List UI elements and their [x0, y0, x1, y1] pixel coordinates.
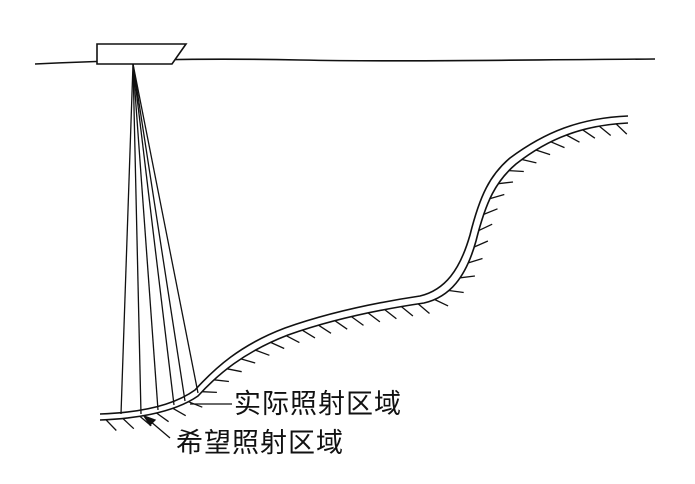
seabed-hatch-tick [285, 335, 300, 344]
seabed-hatch-tick [255, 349, 270, 356]
seabed-hatch-tick [473, 240, 489, 248]
seabed-hatch-tick [334, 320, 348, 330]
desired-illumination-area-label: 希望照射区域 [176, 428, 344, 459]
seabed-hatch-tick [535, 149, 551, 156]
seabed-hatch-tick [384, 309, 397, 320]
sonar-beam [132, 63, 175, 406]
seabed-hatch-tick [351, 316, 364, 326]
seabed-hatch-tick [550, 141, 565, 149]
seabed-hatch-tick [615, 123, 628, 135]
seabed-hatch-tick [105, 419, 117, 431]
seabed-hatch-tick [434, 298, 449, 307]
sonar-beams [120, 63, 199, 415]
actual-illumination-area-label: 实际照射区域 [234, 389, 402, 420]
seabed-hatch-tick [122, 418, 135, 430]
seabed-hatch-tick [598, 125, 612, 137]
seabed-hatch-tick [582, 129, 596, 139]
seabed-hatch-tick [226, 368, 242, 373]
seabed-hatch-tick [201, 391, 217, 394]
seabed-hatch-tick [566, 134, 580, 143]
seabed-hatch-tick [508, 169, 524, 173]
seabed-hatch-tick [301, 329, 316, 339]
sonar-beam [132, 63, 199, 394]
seabed-hatch-tick [270, 341, 285, 350]
seabed-hatch-tick [468, 257, 483, 264]
seabed-hatch-tick [498, 181, 514, 185]
seabed-hatch-tick [460, 275, 475, 279]
seabed-hatch-tick [489, 193, 505, 200]
ship-hull [96, 43, 188, 65]
seabed-hatch-tick [318, 324, 332, 334]
seabed-hatching [105, 123, 628, 431]
seabed-hatch-tick [478, 223, 493, 232]
seabed-upper-line [99, 115, 629, 415]
seabed-hatch-tick [417, 303, 430, 314]
seabed-hatch-tick [240, 358, 256, 364]
seabed-hatch-tick [172, 407, 187, 417]
seabed-hatch-tick [156, 412, 169, 423]
seabed-hatch-tick [483, 208, 498, 216]
seabed-hatch-tick [448, 289, 464, 294]
sonar-beam [120, 63, 134, 415]
sonar-beam [132, 63, 186, 402]
sonar-beam [132, 63, 142, 415]
seabed-hatch-tick [521, 158, 537, 164]
seabed-hatch-tick [214, 379, 229, 383]
seabed-hatch-tick [400, 306, 414, 317]
seabed-lower-line [99, 122, 629, 421]
sonar-beam [132, 63, 159, 411]
seabed-hatch-tick [367, 312, 381, 323]
desired-area-arrow [142, 414, 171, 439]
